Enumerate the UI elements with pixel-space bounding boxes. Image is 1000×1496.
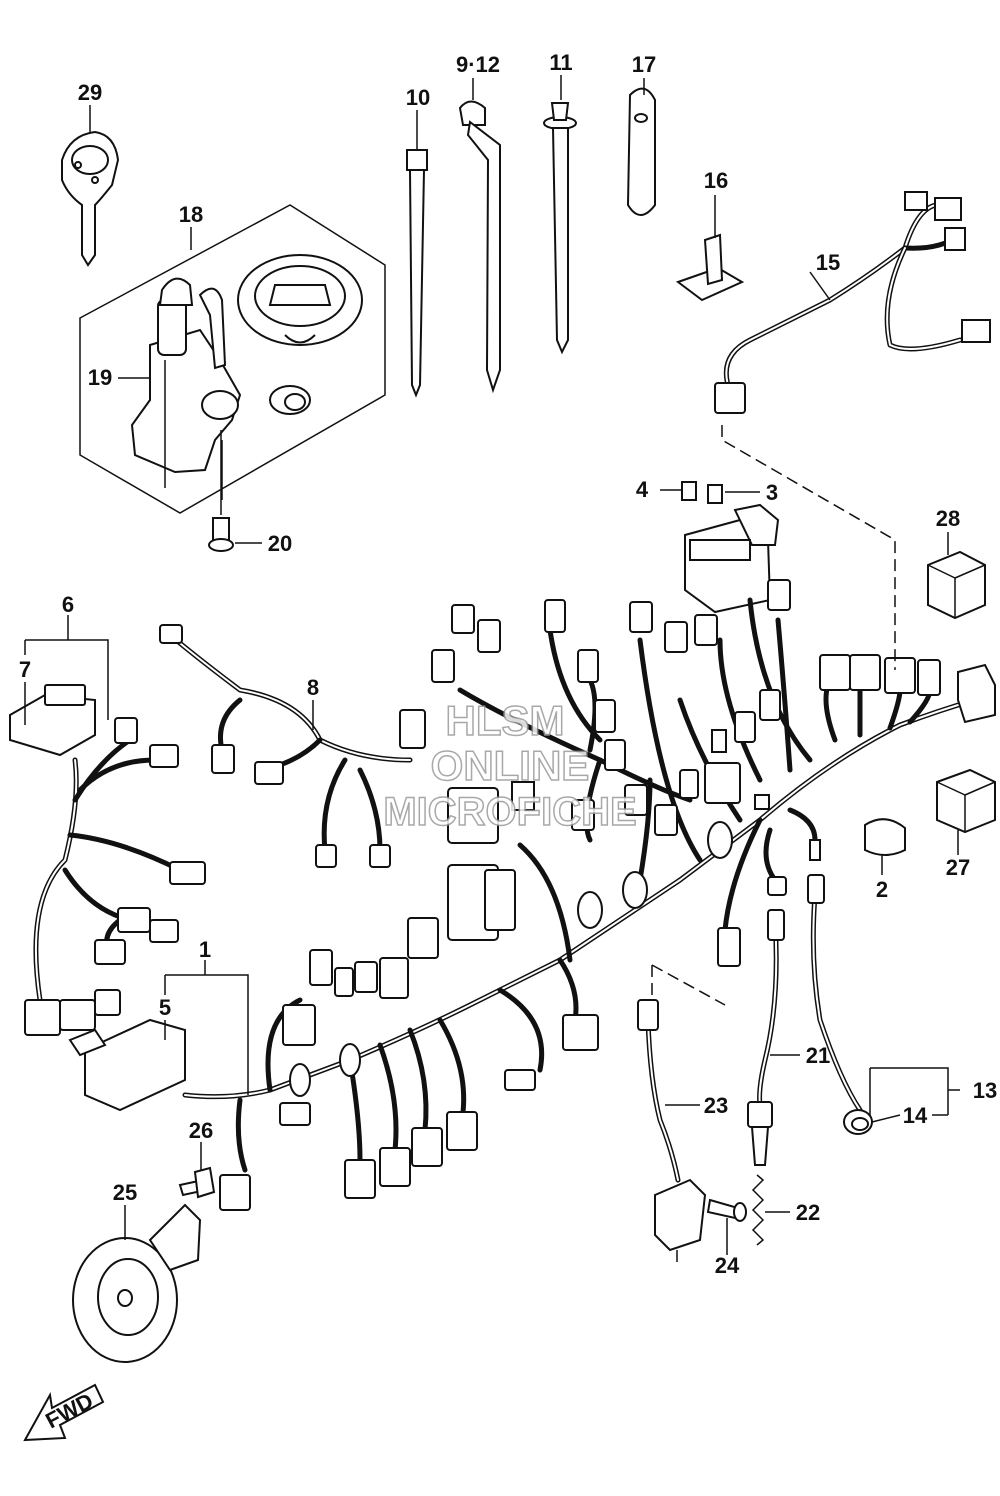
part-8-sub-harness	[159, 624, 413, 868]
callout-7: 7	[19, 657, 31, 682]
callout-6: 6	[62, 592, 74, 617]
watermark-line-1: HLSM	[446, 697, 565, 744]
part-15-sub-harness	[714, 191, 991, 414]
callout-8: 8	[307, 675, 319, 700]
part-28-relay	[927, 550, 986, 620]
part-18-lock-set	[79, 204, 386, 514]
callout-19: 19	[88, 365, 112, 390]
callout-10: 10	[406, 85, 430, 110]
leader-lines	[24, 75, 960, 1255]
callout-14: 14	[903, 1103, 928, 1128]
callout-23: 23	[704, 1093, 728, 1118]
fuse-box	[684, 503, 780, 614]
watermark: HLSM ONLINE MICROFICHE	[383, 696, 638, 835]
part-27-relay	[936, 768, 996, 834]
part-9-12-clamp-tie	[458, 100, 501, 394]
callout-3: 3	[766, 480, 778, 505]
callout-17: 17	[632, 52, 656, 77]
callout-27: 27	[946, 855, 970, 880]
watermark-line-2: ONLINE	[431, 742, 590, 789]
callout-labels: 29 18 19 20 10 9·12 11 17 16 15 4 3 28 2…	[19, 50, 997, 1278]
part-26-bolt	[178, 1166, 216, 1199]
callout-16: 16	[704, 168, 728, 193]
callout-15: 15	[816, 250, 840, 275]
reference-dash-lines	[651, 425, 896, 1006]
fwd-arrow: FWD	[23, 1383, 105, 1442]
callout-9-12: 9·12	[456, 52, 500, 77]
callout-24: 24	[715, 1253, 740, 1278]
callout-26: 26	[189, 1118, 213, 1143]
callout-28: 28	[936, 506, 960, 531]
part-23-sensor	[637, 999, 707, 1262]
callout-1: 1	[199, 937, 211, 962]
part-16-bracket	[675, 233, 745, 302]
callout-2: 2	[876, 877, 888, 902]
part-3-fuse	[707, 484, 723, 504]
callout-22: 22	[796, 1200, 820, 1225]
part-24-screw	[706, 1198, 747, 1222]
part-7-connector	[9, 684, 96, 757]
part-20-screw	[208, 517, 234, 552]
part-10-cable-tie	[406, 149, 428, 398]
part-13-sensor-lead	[807, 839, 863, 1113]
callout-18: 18	[179, 202, 203, 227]
part-21-sensor	[747, 909, 785, 1166]
callout-20: 20	[268, 531, 292, 556]
part-22-spring	[751, 1174, 765, 1246]
callout-29: 29	[78, 80, 102, 105]
part-29-key	[61, 130, 120, 267]
main-wiring-harness	[182, 579, 996, 1211]
part-6-sub-harness	[24, 717, 206, 1036]
callout-4: 4	[636, 477, 649, 502]
callout-11: 11	[549, 50, 572, 75]
part-5-regulator	[68, 1018, 186, 1112]
part-17-band	[626, 87, 656, 216]
watermark-line-3: MICROFICHE	[383, 790, 636, 834]
callout-21: 21	[806, 1043, 830, 1068]
part-14-knock-sensor	[843, 1109, 873, 1135]
part-4-fuse	[681, 481, 697, 501]
part-2-relay	[864, 818, 906, 856]
part-25-horn	[72, 1203, 202, 1363]
callout-5: 5	[159, 995, 171, 1020]
callout-25: 25	[113, 1180, 137, 1205]
part-11-push-tie	[543, 102, 577, 355]
callout-13: 13	[973, 1078, 997, 1103]
